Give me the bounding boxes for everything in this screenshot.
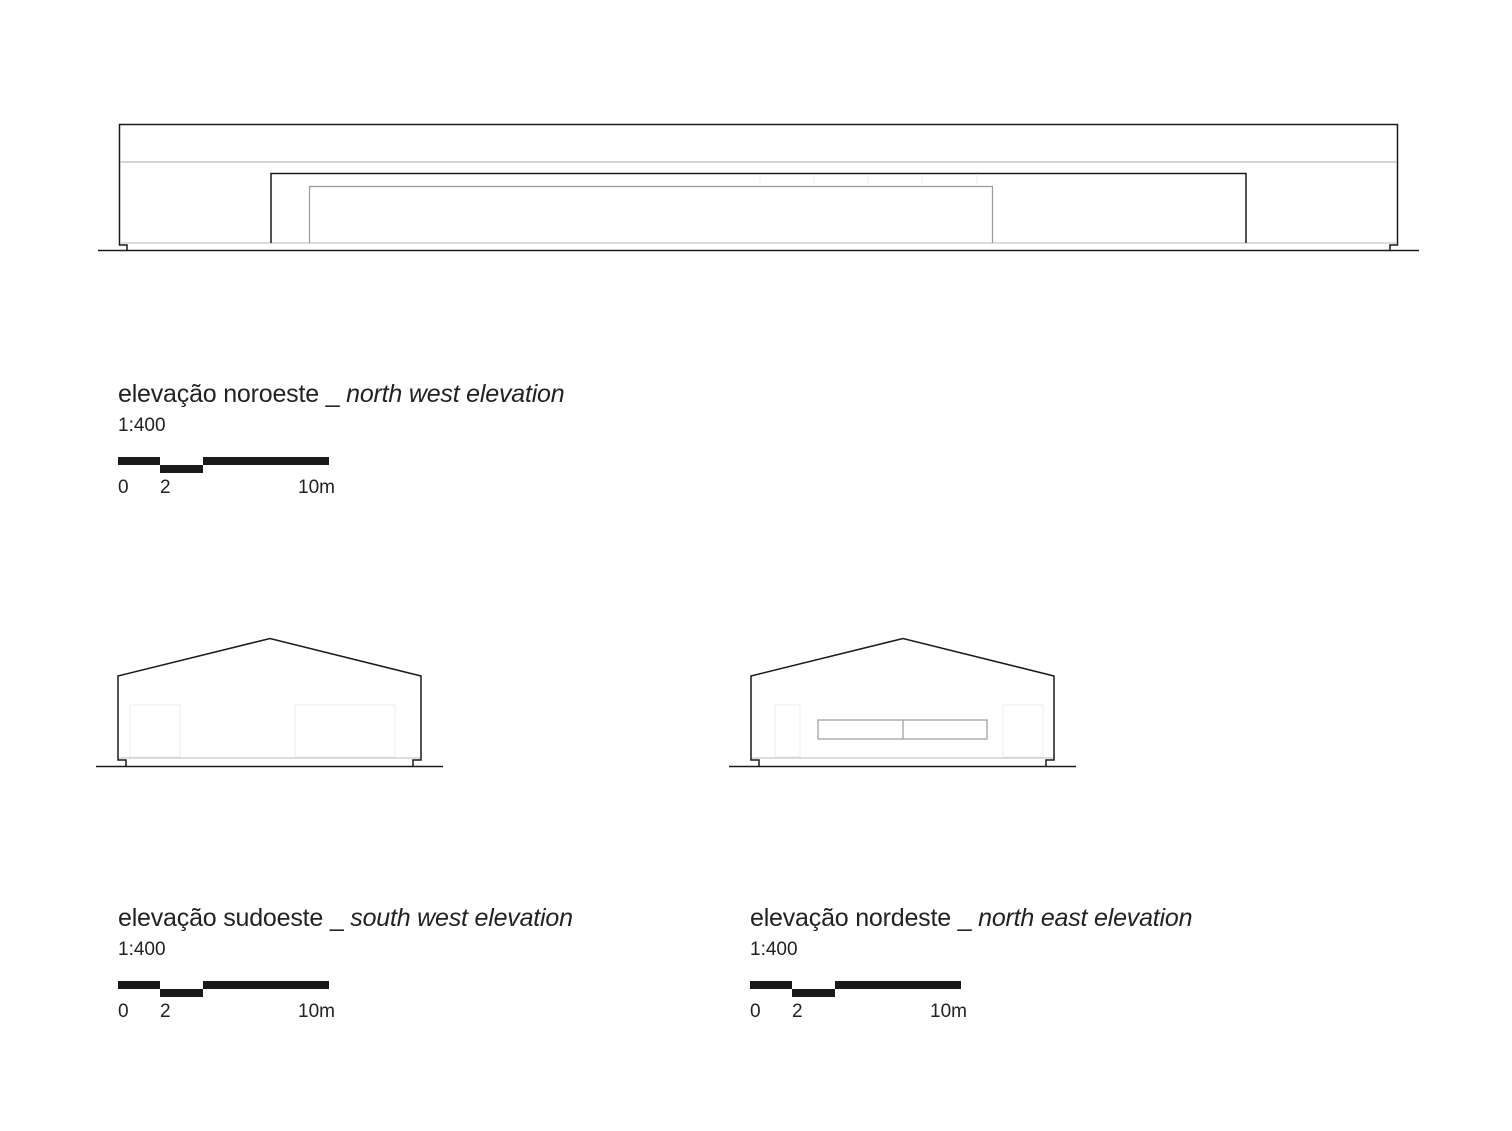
scale-label: 10m (298, 477, 335, 498)
scale-bar-1 (118, 457, 329, 473)
building-outline (750, 637, 1055, 766)
title-pt: elevação sudoeste _ (118, 904, 351, 932)
scale-label: 2 (792, 1001, 803, 1022)
scale-label: 2 (160, 1001, 171, 1022)
scale-label: 0 (750, 1001, 761, 1022)
title-en: south west elevation (350, 904, 573, 932)
scale-ratio: 1:400 (118, 939, 166, 960)
elevation-title: elevação sudoeste _ south west elevation (118, 904, 573, 933)
elevation-title: elevação nordeste _ north east elevation (750, 904, 1193, 933)
opening (270, 172, 1247, 243)
scale-label: 0 (118, 477, 129, 498)
scale-ratio: 1:400 (118, 415, 166, 436)
building-outline (118, 123, 1399, 250)
south-west-elevation-drawing (96, 637, 443, 768)
elevation-title: elevação noroeste _ north west elevation (118, 380, 565, 409)
title-en: north west elevation (346, 380, 565, 408)
scale-label: 0 (118, 1001, 129, 1022)
scale-bar-2 (118, 981, 329, 997)
building-outline (117, 637, 422, 766)
scale-label: 10m (930, 1001, 967, 1022)
title-pt: elevação nordeste _ (750, 904, 979, 932)
scale-bar-3 (750, 981, 961, 997)
title-en: north east elevation (978, 904, 1193, 932)
scale-label: 2 (160, 477, 171, 498)
title-pt: elevação noroeste _ (118, 380, 347, 408)
north-east-elevation-drawing (729, 637, 1076, 768)
scale-ratio: 1:400 (750, 939, 798, 960)
north-west-elevation-drawing (98, 123, 1419, 252)
scale-label: 10m (298, 1001, 335, 1022)
inner-panel (308, 185, 994, 243)
